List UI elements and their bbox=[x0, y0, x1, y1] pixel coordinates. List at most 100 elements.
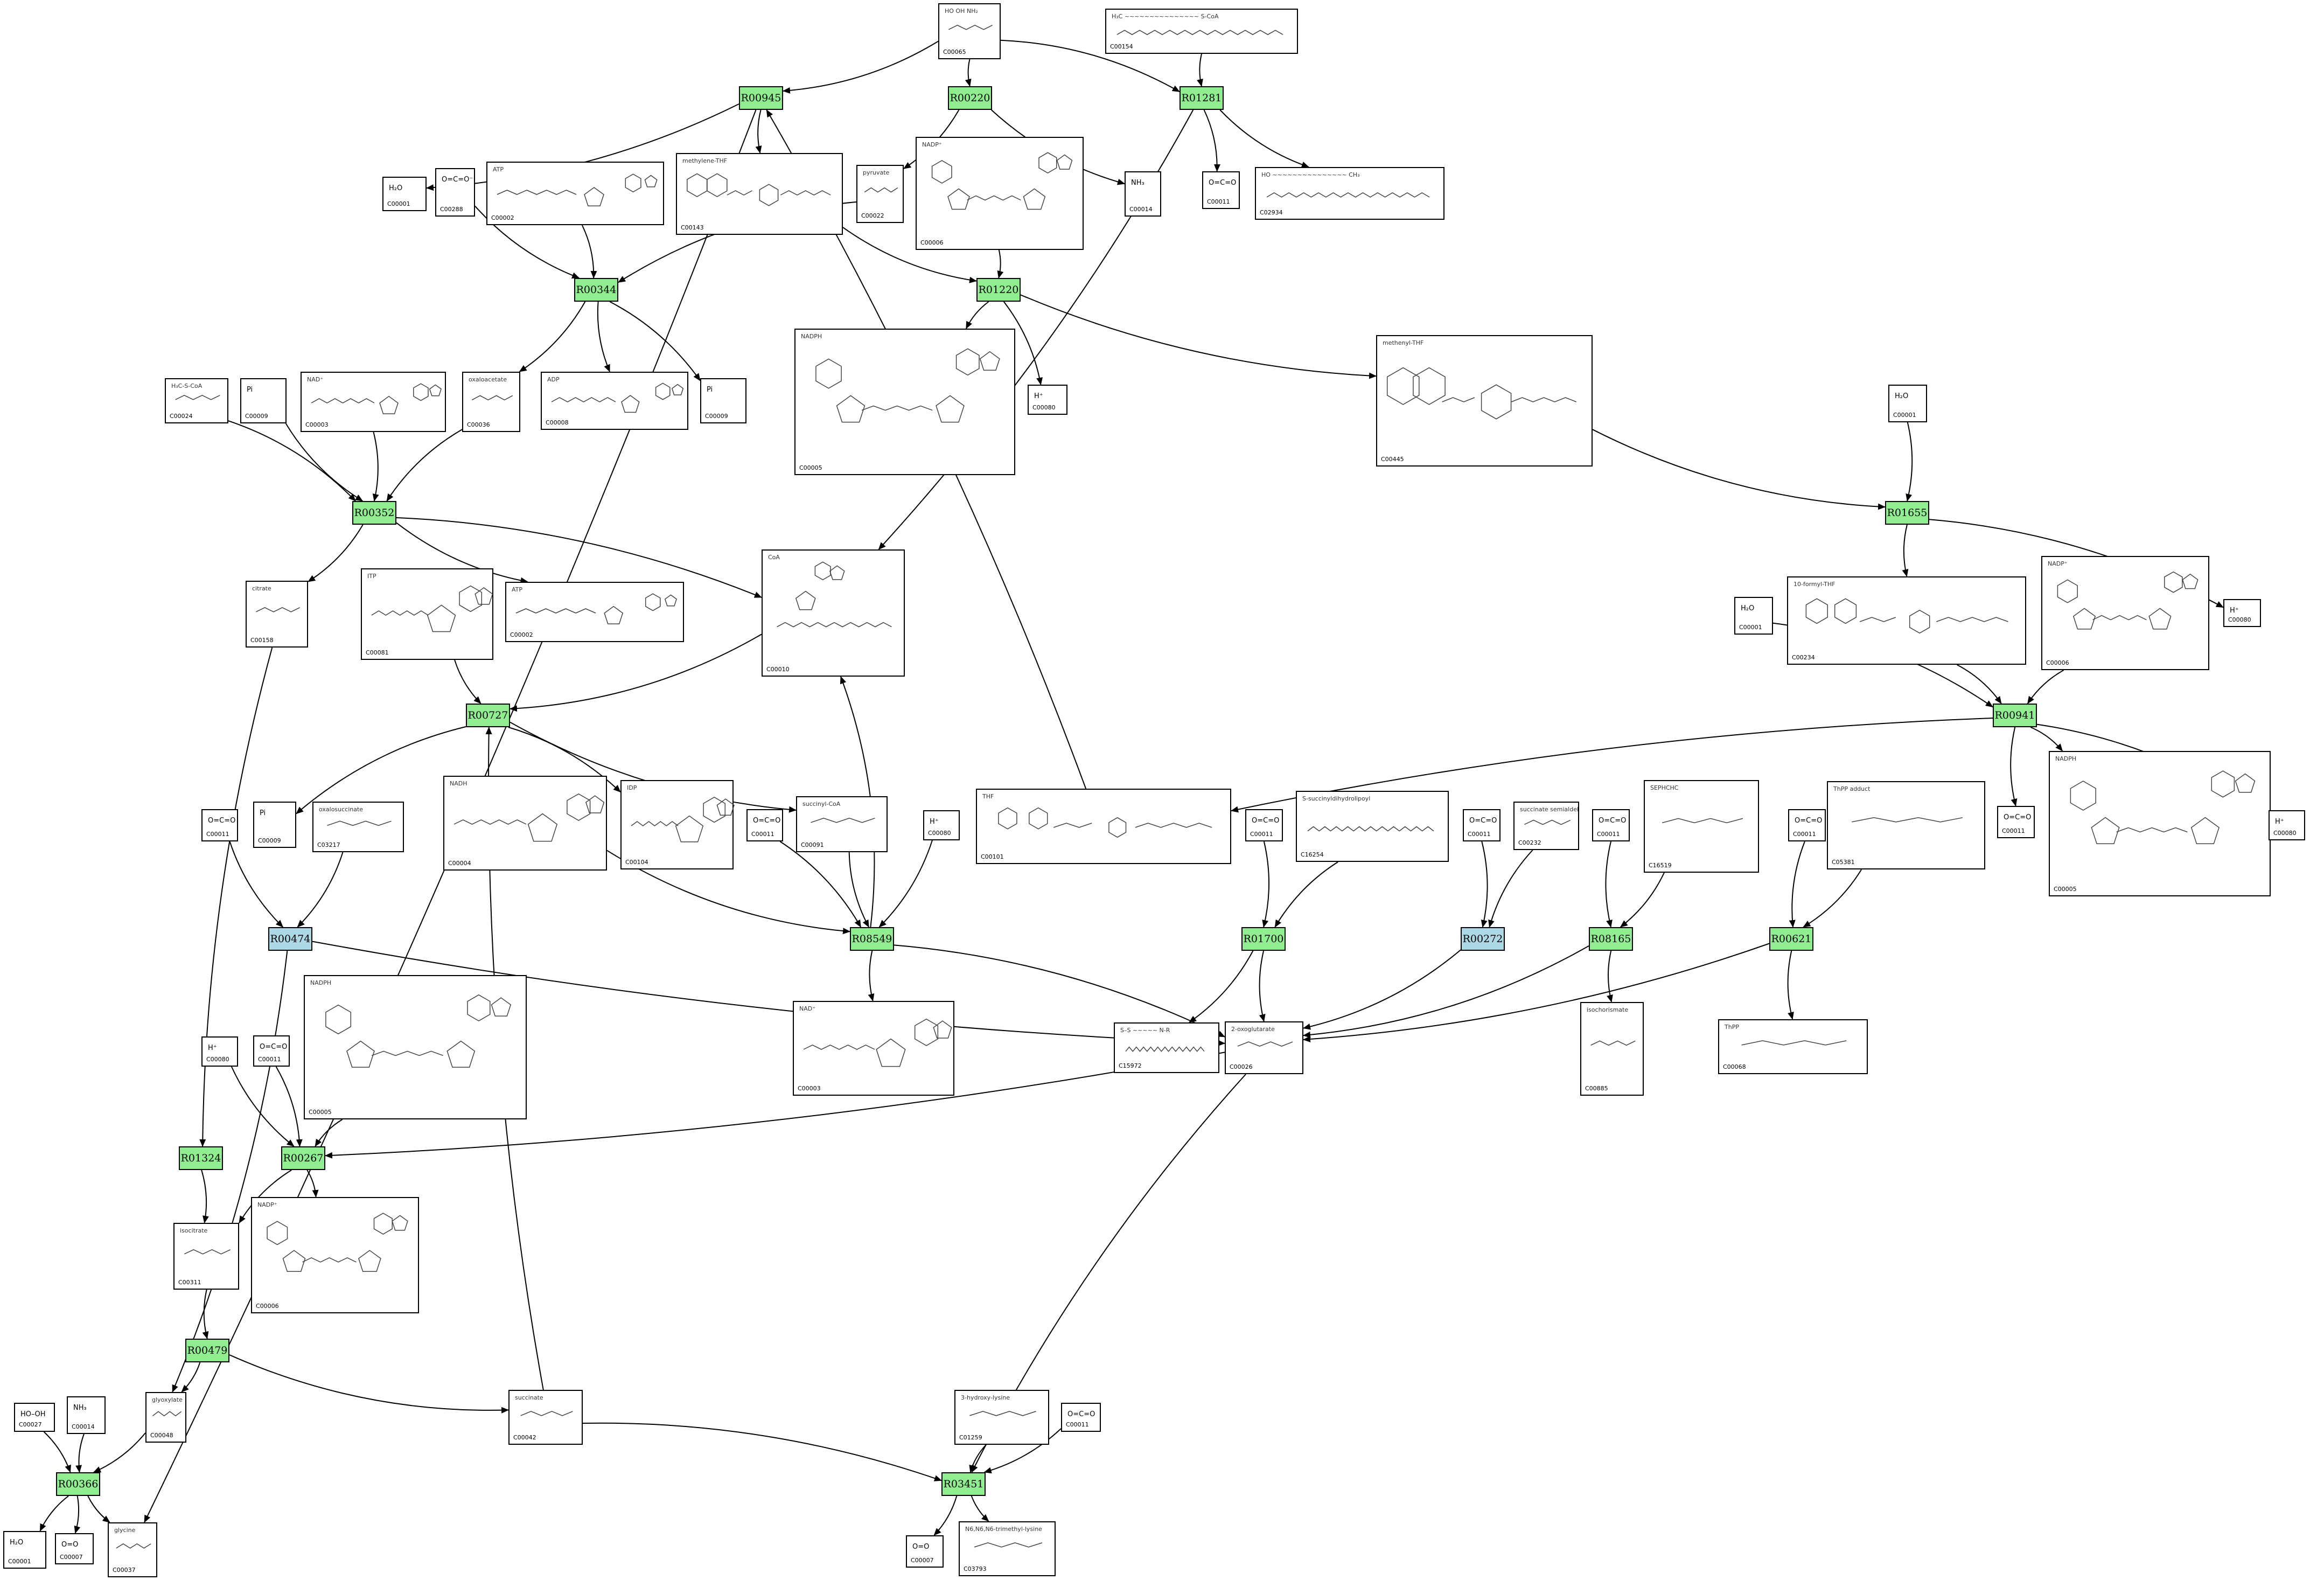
compound-c00080-k48[interactable]: H⁺C00080 bbox=[201, 1036, 238, 1067]
reaction-r00479[interactable]: R00479 bbox=[185, 1339, 229, 1362]
edge-k43-to-r08165 bbox=[1605, 841, 1613, 928]
compound-c00080-k19[interactable]: H⁺C00080 bbox=[1028, 385, 1067, 415]
reaction-r08165[interactable]: R08165 bbox=[1589, 927, 1633, 951]
reaction-r00945[interactable]: R00945 bbox=[739, 86, 783, 110]
reaction-r00474[interactable]: R00474 bbox=[268, 927, 312, 951]
compound-c00006-k27[interactable]: NADP⁺C00006 bbox=[2041, 556, 2209, 670]
reaction-r00941[interactable]: R00941 bbox=[1993, 704, 2037, 727]
compound-id: C00026 bbox=[1230, 1063, 1253, 1070]
reaction-r00727[interactable]: R00727 bbox=[466, 704, 510, 727]
compound-c00003-k14[interactable]: NAD⁺C00003 bbox=[301, 372, 446, 432]
reaction-r01700[interactable]: R01700 bbox=[1241, 927, 1286, 951]
reaction-r01655[interactable]: R01655 bbox=[1885, 501, 1929, 525]
reaction-r00220[interactable]: R00220 bbox=[948, 86, 992, 110]
compound-c00232-k42[interactable]: succinate semialdehydeC00232 bbox=[1513, 802, 1579, 850]
compound-c00003-k53[interactable]: NAD⁺C00003 bbox=[793, 1001, 954, 1096]
reaction-r00272[interactable]: R00272 bbox=[1461, 927, 1505, 951]
edge-r00352-to-k24 bbox=[396, 522, 528, 584]
compound-c00080-k37[interactable]: H⁺C00080 bbox=[923, 810, 960, 840]
compound-c00080-k29[interactable]: H⁺C00080 bbox=[2223, 599, 2261, 627]
compound-id: C00008 bbox=[546, 419, 569, 426]
compound-c00288-k04[interactable]: O=C=O⁻C00288 bbox=[435, 168, 475, 217]
reaction-r00352[interactable]: R00352 bbox=[352, 501, 396, 525]
reaction-r00366[interactable]: R00366 bbox=[56, 1472, 100, 1496]
compound-c00006-k58[interactable]: NADP⁺C00006 bbox=[251, 1197, 419, 1313]
compound-c00080-k51[interactable]: H⁺C00080 bbox=[2269, 810, 2305, 840]
structure-drawing bbox=[371, 585, 493, 632]
reaction-r08549[interactable]: R08549 bbox=[850, 927, 894, 951]
reaction-r01324[interactable]: R01324 bbox=[179, 1146, 223, 1170]
reaction-r01220[interactable]: R01220 bbox=[976, 278, 1021, 302]
compound-formula: NAD⁺ bbox=[307, 376, 324, 383]
compound-c00006-k08[interactable]: NADP⁺C00006 bbox=[916, 137, 1084, 250]
reaction-r00267[interactable]: R00267 bbox=[281, 1146, 325, 1170]
reaction-r00621[interactable]: R00621 bbox=[1769, 927, 1813, 951]
edge-r00352-to-k22 bbox=[308, 524, 364, 582]
reaction-r00344[interactable]: R00344 bbox=[574, 278, 618, 302]
reaction-r03451[interactable]: R03451 bbox=[941, 1472, 986, 1496]
reaction-r01281[interactable]: R01281 bbox=[1180, 86, 1224, 110]
compound-formula: H₂O bbox=[10, 1539, 24, 1547]
compound-formula: glyoxylate bbox=[152, 1396, 183, 1403]
compound-formula: ATP bbox=[493, 166, 504, 173]
